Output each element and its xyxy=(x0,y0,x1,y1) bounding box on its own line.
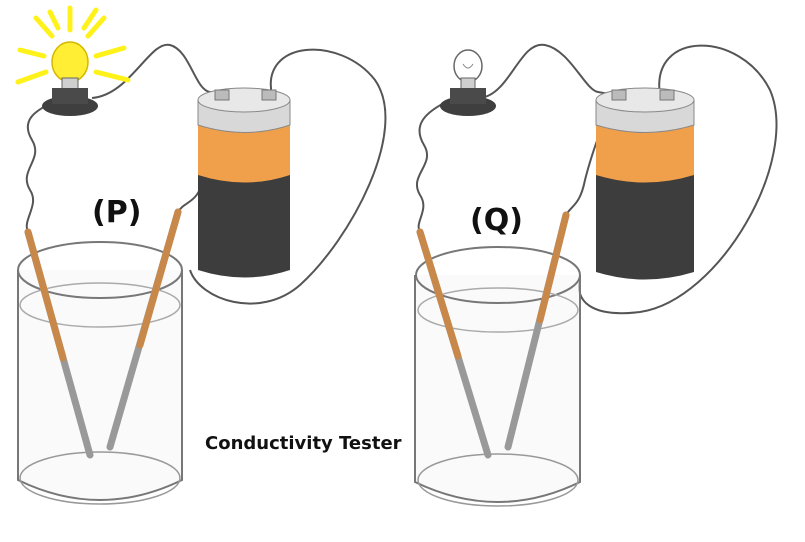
bulb-p xyxy=(15,5,131,116)
battery-q xyxy=(595,87,695,280)
setup-label-p: (P) xyxy=(92,195,141,230)
setup-label-q: (Q) xyxy=(470,203,523,238)
electrodes-p xyxy=(24,208,182,459)
lit-bulb-glass-icon xyxy=(51,41,89,83)
battery-terminal-negative xyxy=(214,89,230,101)
battery-terminal-negative xyxy=(611,89,627,101)
battery-terminal-positive xyxy=(261,89,277,101)
setup-q: (Q) xyxy=(414,43,778,507)
wire-q xyxy=(416,43,778,315)
diagram-caption: Conductivity Tester xyxy=(205,433,402,454)
battery-p xyxy=(197,87,291,278)
bulb-q xyxy=(440,49,496,116)
setup-p: (P) xyxy=(15,5,387,505)
battery-terminal-positive xyxy=(659,89,675,101)
unlit-bulb-glass-icon xyxy=(453,49,483,83)
electrodes-q xyxy=(416,211,570,459)
light-rays-icon xyxy=(15,5,131,85)
